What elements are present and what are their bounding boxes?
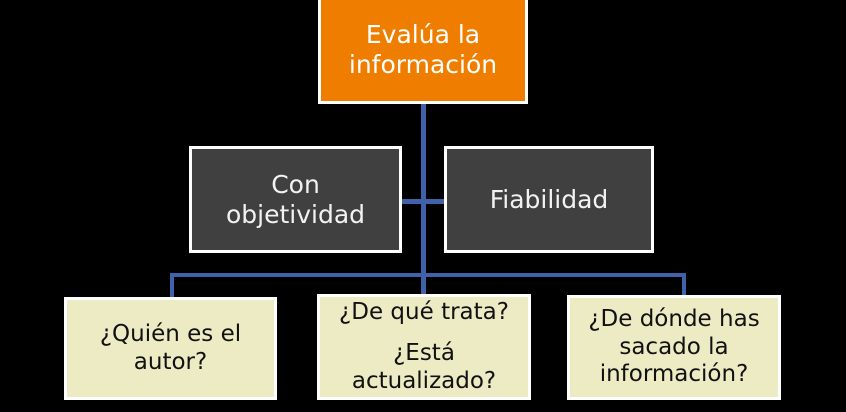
node-question-trata-line-0: ¿De qué trata? [339,298,509,325]
node-question-origen[interactable]: ¿De dónde has sacado la información? [567,295,781,400]
node-root-label: Evalúa la información [348,20,498,79]
node-root-evalua-la-informacion[interactable]: Evalúa la información [318,0,528,104]
connector-drop-left [170,273,174,298]
node-question-trata-line-1: ¿Está actualizado? [351,340,497,394]
node-criteria-label-1: Fiabilidad [489,184,609,214]
connector-drop-right [682,273,686,298]
node-criteria-label-0: Con objetividad [225,169,366,229]
node-question-trata[interactable]: ¿De qué trata? ¿Está actualizado? [317,294,531,400]
node-question-autor[interactable]: ¿Quién es el autor? [64,297,277,400]
connector-criteria-horizontal [400,199,446,204]
node-criteria-fiabilidad[interactable]: Fiabilidad [444,146,654,253]
node-criteria-con-objetividad[interactable]: Con objetividad [189,146,402,253]
connector-questions-bus [170,273,686,277]
node-question-autor-line-0: ¿Quién es el autor? [99,320,242,375]
node-question-origen-line-0: ¿De dónde has sacado la información? [588,306,760,388]
